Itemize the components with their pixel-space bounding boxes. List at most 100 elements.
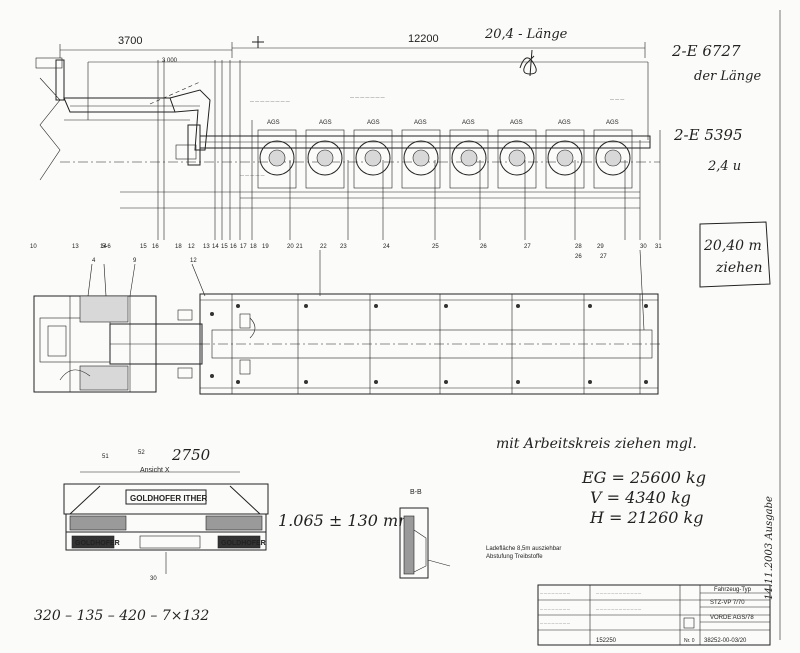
dimension-3000: 3 000 [162, 58, 178, 64]
svg-text:13: 13 [203, 244, 210, 250]
svg-text:23: 23 [340, 244, 347, 250]
svg-text:31: 31 [655, 244, 662, 250]
section-view: B-B [399, 489, 451, 579]
svg-text:AGS: AGS [510, 120, 523, 126]
title-row2: STZ-VP 7/70 [710, 600, 745, 606]
boxed-note-line1: 20,40 m [703, 238, 762, 254]
svg-text:13: 13 [72, 244, 79, 250]
axle-7: AGS [545, 120, 585, 189]
brand-block-right [217, 535, 261, 549]
logo-panel [125, 489, 207, 505]
svg-text:14: 14 [100, 244, 107, 250]
svg-text:10: 10 [30, 244, 37, 250]
svg-text:GOLDHOFER: GOLDHOFER [75, 540, 120, 547]
svg-text:30: 30 [640, 244, 647, 250]
title-row3: VORDE AGS/78 [710, 615, 754, 621]
svg-text:27: 27 [524, 244, 531, 250]
label-plate [35, 57, 63, 69]
axle-4: AGS [401, 120, 441, 189]
svg-text:AGS: AGS [319, 120, 332, 126]
svg-text:AGS: AGS [414, 120, 427, 126]
brand-block-left [71, 535, 115, 549]
right-note-3: 2-E 5395 [673, 126, 743, 144]
small-note-line1: Ladefläche 8,5m ausziehbar [486, 546, 561, 552]
svg-text:— — — — — — —: — — — — — — — [350, 94, 385, 99]
svg-text:15: 15 [221, 244, 228, 250]
svg-text:— — — — — — — — — — — —: — — — — — — — — — — — — [596, 607, 641, 611]
height-note: 1.065 ± 130 mm [278, 511, 413, 530]
svg-text:GOLDHOFER ITHER: GOLDHOFER ITHER [130, 494, 208, 503]
title-drawing-no: 38252-00-03/20 [704, 638, 747, 644]
svg-text:21: 21 [296, 244, 303, 250]
right-note-1: 2-E 6727 [671, 42, 741, 60]
weight-eg: EG = 25600 kg [581, 468, 706, 487]
svg-text:22: 22 [320, 244, 327, 250]
axle-2: AGS [305, 120, 345, 189]
axle-group: AGS AGS AGS AGS [257, 120, 633, 189]
svg-text:AGS: AGS [267, 120, 280, 126]
svg-text:15: 15 [140, 244, 147, 250]
svg-text:4: 4 [92, 258, 96, 264]
boxed-note-frame [699, 221, 771, 288]
svg-text:25: 25 [432, 244, 439, 250]
svg-text:— — — — — — — — — — — —: — — — — — — — — — — — — [596, 591, 641, 595]
section-label: B-B [410, 489, 422, 496]
handwritten-scribble [519, 49, 537, 77]
svg-text:30: 30 [150, 576, 157, 582]
svg-text:17: 17 [240, 244, 247, 250]
dimension-12200: 12200 [408, 33, 439, 45]
svg-text:— — — — — — — —: — — — — — — — — [250, 98, 290, 103]
axle-6: AGS [497, 120, 537, 189]
dimension-3700: 3700 [118, 35, 142, 47]
front-view: 51 52 Ansicht X GOLDHOFER ITHER GOLDHOFE… [63, 450, 269, 582]
svg-text:26: 26 [575, 254, 582, 260]
center-cross-mark [252, 36, 264, 48]
svg-text:52: 52 [138, 450, 145, 456]
axle-1: AGS [257, 120, 297, 189]
right-note-2: der Länge [694, 69, 761, 84]
svg-text:— — — — — — — —: — — — — — — — — [540, 621, 570, 625]
lower-part-numbers: 4 5-6 9 12 26 27 [92, 244, 607, 264]
svg-text:AGS: AGS [367, 120, 380, 126]
axle-8: AGS [593, 120, 633, 189]
title-code: 152250 [596, 638, 617, 644]
svg-text:16: 16 [230, 244, 237, 250]
gooseneck-post [55, 59, 65, 101]
small-note-line2: Abstufung Treibstoffe [486, 554, 543, 560]
svg-text:26: 26 [480, 244, 487, 250]
svg-text:AGS: AGS [606, 120, 619, 126]
svg-text:19: 19 [262, 244, 269, 250]
svg-text:18: 18 [250, 244, 257, 250]
upper-part-numbers: 10 13 14 15 16 18 12 13 14 15 16 17 18 1… [30, 244, 662, 250]
svg-text:12: 12 [188, 244, 195, 250]
svg-text:— — — — — — — —: — — — — — — — — [540, 591, 570, 595]
bottom-dimension-note: 320 – 135 – 420 – 7×132 [34, 608, 209, 624]
right-note-4: 2,4 u [707, 159, 741, 174]
gooseneck-neck [169, 89, 211, 151]
svg-text:— — — — —: — — — — — [240, 172, 264, 177]
svg-text:— — — — — — — —: — — — — — — — — [540, 607, 570, 611]
title-block: — — — — — — — — — — — — — — — — — — — — … [537, 584, 771, 646]
svg-text:29: 29 [597, 244, 604, 250]
weight-h: H = 21260 kg [589, 508, 703, 527]
svg-text:27: 27 [600, 254, 607, 260]
svg-text:18: 18 [175, 244, 182, 250]
svg-text:24: 24 [383, 244, 390, 250]
axle-3: AGS [353, 120, 393, 189]
width-2750-note: 2750 [171, 446, 211, 464]
boxed-note-line2: ziehen [715, 260, 762, 276]
mid-handwritten-note: mit Arbeitskreis ziehen mgl. [496, 436, 697, 452]
svg-text:12: 12 [190, 258, 197, 264]
svg-text:9: 9 [133, 258, 137, 264]
svg-text:14: 14 [212, 244, 219, 250]
side-view: 3700 12200 3 000 [30, 33, 662, 250]
svg-text:— — —: — — — [610, 96, 624, 101]
svg-text:20: 20 [287, 244, 294, 250]
view-x-label: Ansicht X [140, 467, 170, 474]
weight-v: V = 4340 kg [590, 488, 691, 507]
axle-5: AGS [449, 120, 489, 189]
plan-view: 4 5-6 9 12 26 27 [33, 244, 660, 395]
top-length-note: 20,4 - Länge [484, 27, 568, 42]
title-row1: Fahrzeug-Typ [714, 587, 752, 593]
svg-text:51: 51 [102, 454, 109, 460]
